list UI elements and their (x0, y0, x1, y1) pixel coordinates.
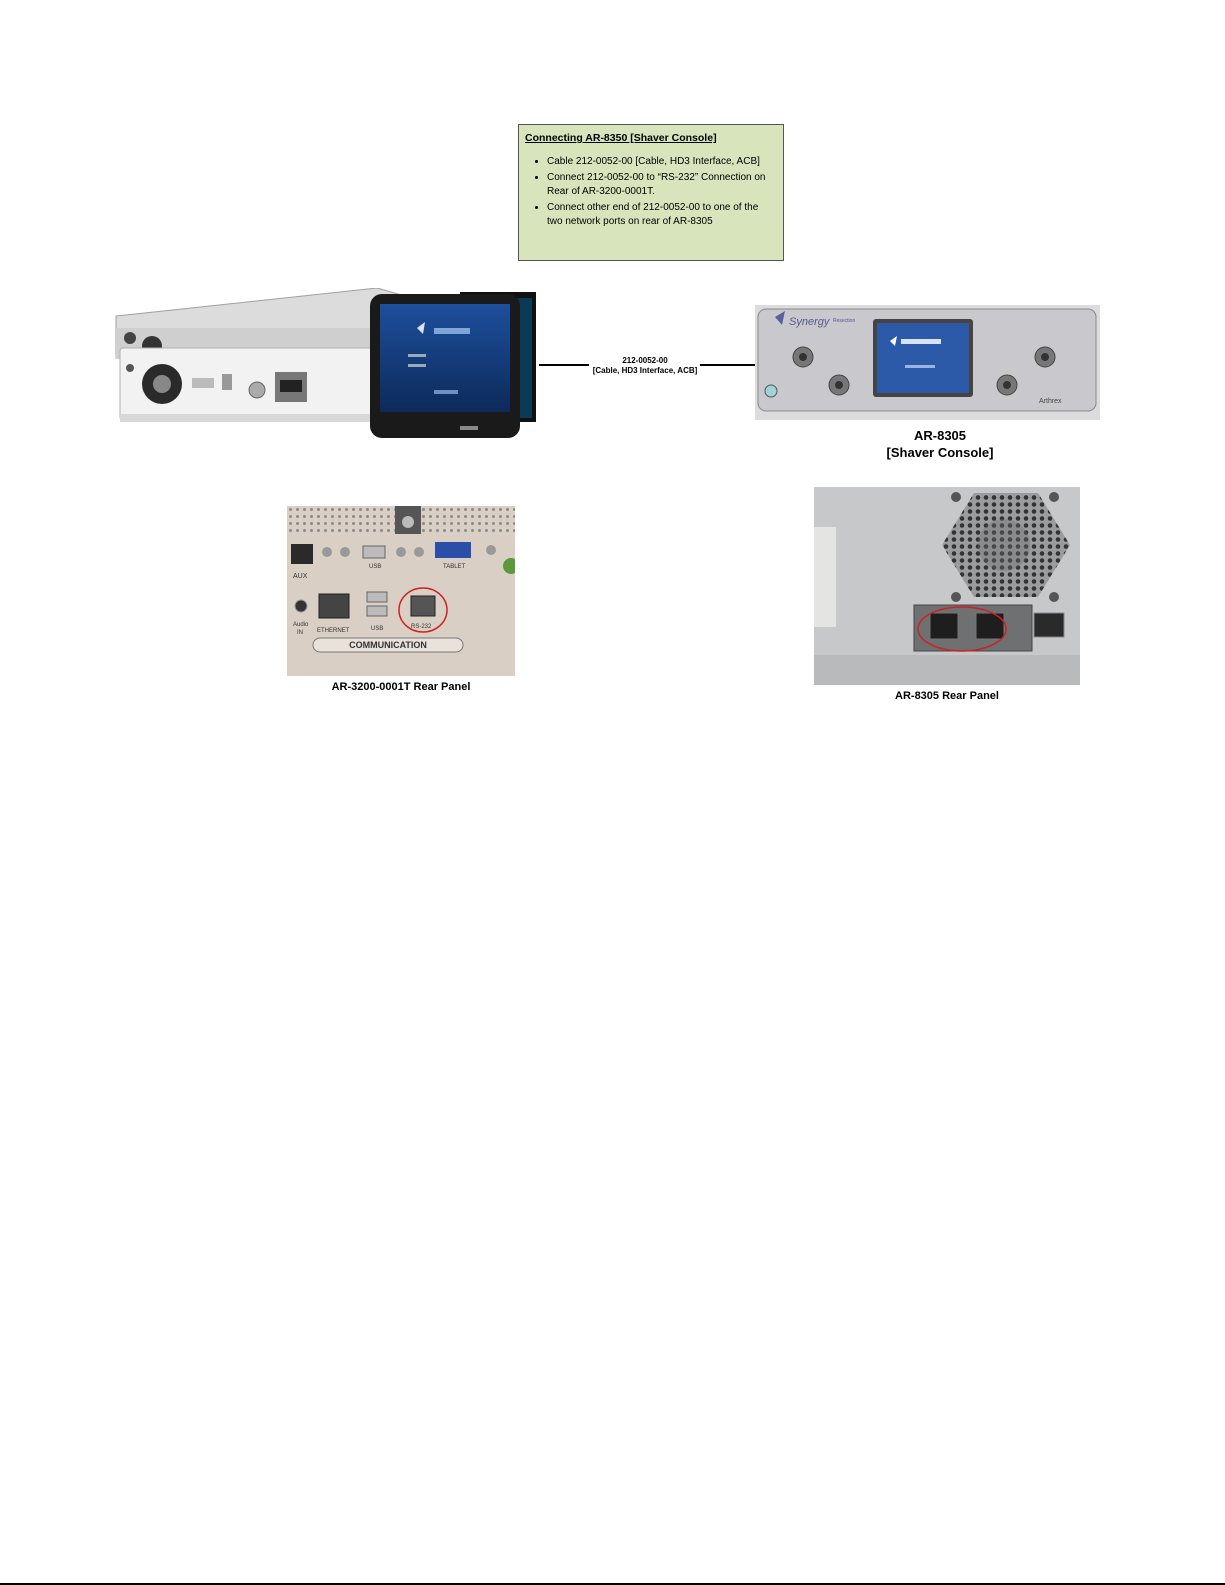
cable-line-right (700, 364, 755, 366)
note-bullet-1: Cable 212-0052-00 [Cable, HD3 Interface,… (547, 155, 775, 169)
usb-top-label: USB (369, 564, 381, 570)
arthrex-logo: Arthrex (1039, 398, 1062, 405)
note-bullet-2: Connect 212-0052-00 to “RS-232” Connecti… (547, 171, 775, 199)
ar-3200-rear-panel-caption: AR-3200-0001T Rear Panel (331, 681, 471, 693)
shaver-console-photo: Synergy Resection Arthrex (755, 305, 1100, 420)
shaver-console-caption: AR-8305 [Shaver Console] (840, 427, 1040, 461)
shaver-console-subtitle: [Shaver Console] (886, 445, 994, 460)
aux-label: AUX (293, 573, 308, 580)
audio-label: Audio (293, 622, 309, 628)
camera-console-photo (115, 288, 536, 438)
rs-232-label: RS-232 (411, 624, 432, 630)
shaver-console-name: AR-8305 (913, 428, 967, 443)
communication-label: COMMUNICATION (349, 640, 427, 650)
synergy-logo-icon (775, 311, 785, 325)
ar-8305-rear-panel-caption: AR-8305 Rear Panel (895, 690, 999, 702)
cable-line-left (539, 364, 589, 366)
ar-8305-rear-panel-photo (814, 487, 1080, 685)
cable-description: [Cable, HD3 Interface, ACB] (592, 366, 698, 375)
ar-3200-rear-panel-photo: AUX USB TABLET Audio IN ETHERNET USB RS-… (287, 506, 515, 676)
cable-part-number: 212-0052-00 (622, 356, 668, 365)
rs-232-highlight-circle (398, 587, 448, 633)
audio-in-label: IN (297, 630, 303, 636)
tablet-label: TABLET (443, 564, 466, 570)
network-ports-highlight-circle (917, 606, 1007, 652)
page-bottom-rule (0, 1583, 1225, 1585)
instruction-note: Connecting AR-8350 [Shaver Console] Cabl… (518, 124, 784, 261)
brand-name: Synergy (789, 316, 831, 328)
brand-subtitle: Resection (833, 318, 855, 324)
ethernet-label: ETHERNET (317, 628, 350, 634)
note-title: Connecting AR-8350 [Shaver Console] (525, 132, 717, 144)
cable-label: 212-0052-00 [Cable, HD3 Interface, ACB] (585, 356, 705, 376)
note-bullets: Cable 212-0052-00 [Cable, HD3 Interface,… (525, 155, 775, 229)
usb-bottom-label: USB (371, 626, 383, 632)
note-bullet-3: Connect other end of 212-0052-00 to one … (547, 201, 775, 229)
